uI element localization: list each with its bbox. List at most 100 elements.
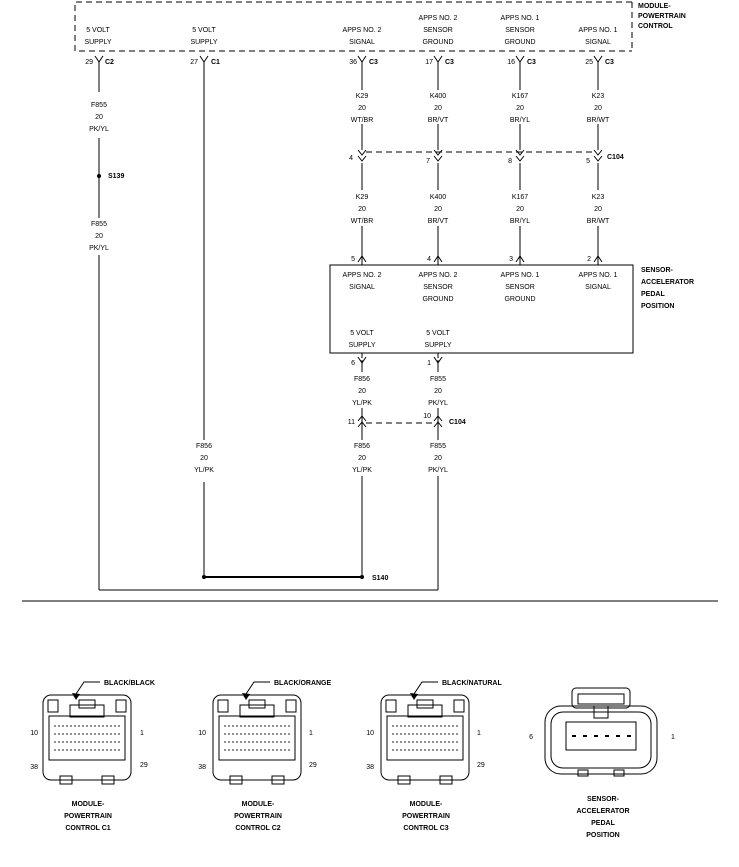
wire-color: PK/YL — [428, 400, 448, 407]
wire-color: YL/PK — [352, 467, 372, 474]
connector-caption: POWERTRAIN — [64, 813, 112, 820]
c1-wire-labels: F856 20 YL/PK — [194, 443, 214, 474]
pin-number: 8 — [508, 158, 512, 165]
sensor-pin-label: 5 VOLT — [426, 330, 450, 337]
pin-number: 36 — [349, 59, 357, 66]
wire-color: BR/WT — [587, 218, 610, 225]
pin-number: 3 — [509, 256, 513, 263]
sensor-app-module: SENSOR- ACCELERATOR PEDAL POSITION APPS … — [329, 264, 694, 354]
wire-code: F856 — [354, 443, 370, 450]
wire-gauge: 20 — [594, 105, 602, 112]
wire-lines — [98, 70, 599, 591]
sensor-pin-label: 5 VOLT — [350, 330, 374, 337]
pin-number: 1 — [427, 360, 431, 367]
connector-view-c3: BLACK/NATURAL 10 1 38 29 MODULE- POWERTR… — [366, 680, 502, 832]
pin-number: 27 — [190, 59, 198, 66]
wire-gauge: 20 — [358, 388, 366, 395]
wire-code: K29 — [356, 194, 369, 201]
pcm-pin-label: APPS NO. 2 — [419, 15, 458, 22]
pcm-label-2: POWERTRAIN — [638, 13, 686, 20]
c104-top-connector: 4 7 8 5 C104 — [349, 149, 624, 165]
connector-caption: MODULE- — [72, 801, 105, 808]
sensor-label-3: PEDAL — [641, 291, 665, 298]
wire-color: PK/YL — [89, 126, 109, 133]
wire-code: F855 — [430, 443, 446, 450]
wire-code: K23 — [592, 93, 605, 100]
connector-name: C1 — [211, 59, 220, 66]
connector-caption: ACCELERATOR — [576, 808, 629, 815]
wire-color: PK/YL — [89, 245, 109, 252]
sensor-label-2: ACCELERATOR — [641, 279, 694, 286]
pcm-terminals — [94, 55, 603, 70]
connector-caption: CONTROL C2 — [235, 825, 280, 832]
pin-number: 10 — [366, 730, 374, 737]
splice-label: S140 — [372, 575, 388, 582]
pin-number: 29 — [85, 59, 93, 66]
connector-view-sensor: 6 1 SENSOR- ACCELERATOR PEDAL POSITION — [529, 687, 675, 839]
wire-labels-mid: K29 20 WT/BR K400 20 BR/VT K167 20 BR/YL… — [351, 194, 610, 225]
c104-bottom-connector: 11 10 C104 — [348, 413, 466, 428]
wire-code: K29 — [356, 93, 369, 100]
wire-color: BR/VT — [428, 218, 449, 225]
pin-number: 29 — [140, 762, 148, 769]
pin-number: 38 — [366, 764, 374, 771]
pcm-module: MODULE- POWERTRAIN CONTROL 5 VOLT SUPPLY… — [74, 1, 686, 52]
pin-number: 1 — [309, 730, 313, 737]
wire-color: BR/YL — [510, 218, 530, 225]
pin-number: 6 — [529, 734, 533, 741]
pcm-label-3: CONTROL — [638, 23, 673, 30]
sensor-bottom-terminals: 6 1 — [351, 353, 443, 372]
pin-number: 1 — [671, 734, 675, 741]
wire-color: BR/WT — [587, 117, 610, 124]
wire-gauge: 20 — [200, 455, 208, 462]
pin-number: 4 — [349, 155, 353, 162]
pcm-pin-label: SENSOR — [423, 27, 453, 34]
connector-view-c1: BLACK/BLACK 10 1 38 29 MODULE- POWERTRAI… — [30, 680, 155, 832]
wire-color: BR/VT — [428, 117, 449, 124]
pin-number: 5 — [351, 256, 355, 263]
wire-code: F855 — [430, 376, 446, 383]
pin-number: 10 — [30, 730, 38, 737]
pin-number: 2 — [587, 256, 591, 263]
sensor-pin-label: GROUND — [504, 296, 535, 303]
wire-gauge: 20 — [358, 105, 366, 112]
wire-code: K400 — [430, 194, 446, 201]
sensor-pin-label: APPS NO. 2 — [419, 272, 458, 279]
wire-color: YL/PK — [194, 467, 214, 474]
wire-color: YL/PK — [352, 400, 372, 407]
connector-name: C2 — [105, 59, 114, 66]
connector-view-c2: BLACK/ORANGE 10 1 38 29 MODULE- POWERTRA… — [198, 680, 331, 832]
pin-number: 17 — [425, 59, 433, 66]
splice-s140: S140 — [202, 575, 388, 582]
wire-color: PK/YL — [428, 467, 448, 474]
connector-color-label: BLACK/NATURAL — [442, 680, 502, 687]
connector-caption: MODULE- — [410, 801, 443, 808]
wire-code: F855 — [91, 102, 107, 109]
wire-gauge: 20 — [95, 114, 103, 121]
connector-caption: CONTROL C3 — [403, 825, 448, 832]
pcm-pin-label: SUPPLY — [84, 39, 111, 46]
wire-labels-bottom: F856 20 YL/PK F855 20 PK/YL — [352, 443, 448, 474]
pcm-pin-label: GROUND — [504, 39, 535, 46]
pcm-pin-label: APPS NO. 1 — [579, 27, 618, 34]
pin-number: 25 — [585, 59, 593, 66]
pin-number: 10 — [423, 413, 431, 420]
pin-number: 6 — [351, 360, 355, 367]
wire-gauge: 20 — [358, 206, 366, 213]
wire-gauge: 20 — [516, 105, 524, 112]
pcm-pin-numbers: 29 C2 27 C1 36 C3 17 C3 16 C3 25 C3 — [85, 59, 614, 66]
wire-code: F856 — [196, 443, 212, 450]
pcm-pin-label: APPS NO. 2 — [343, 27, 382, 34]
pin-number: 11 — [348, 419, 355, 426]
connector-caption: MODULE- — [242, 801, 275, 808]
pin-number: 1 — [477, 730, 481, 737]
pin-number: 4 — [427, 256, 431, 263]
pin-number: 38 — [198, 764, 206, 771]
wire-code: F856 — [354, 376, 370, 383]
wire-gauge: 20 — [594, 206, 602, 213]
wire-gauge: 20 — [434, 388, 442, 395]
sensor-label-4: POSITION — [641, 303, 674, 310]
pin-number: 29 — [477, 762, 485, 769]
pcm-pin-label: SIGNAL — [349, 39, 375, 46]
pin-number: 29 — [309, 762, 317, 769]
